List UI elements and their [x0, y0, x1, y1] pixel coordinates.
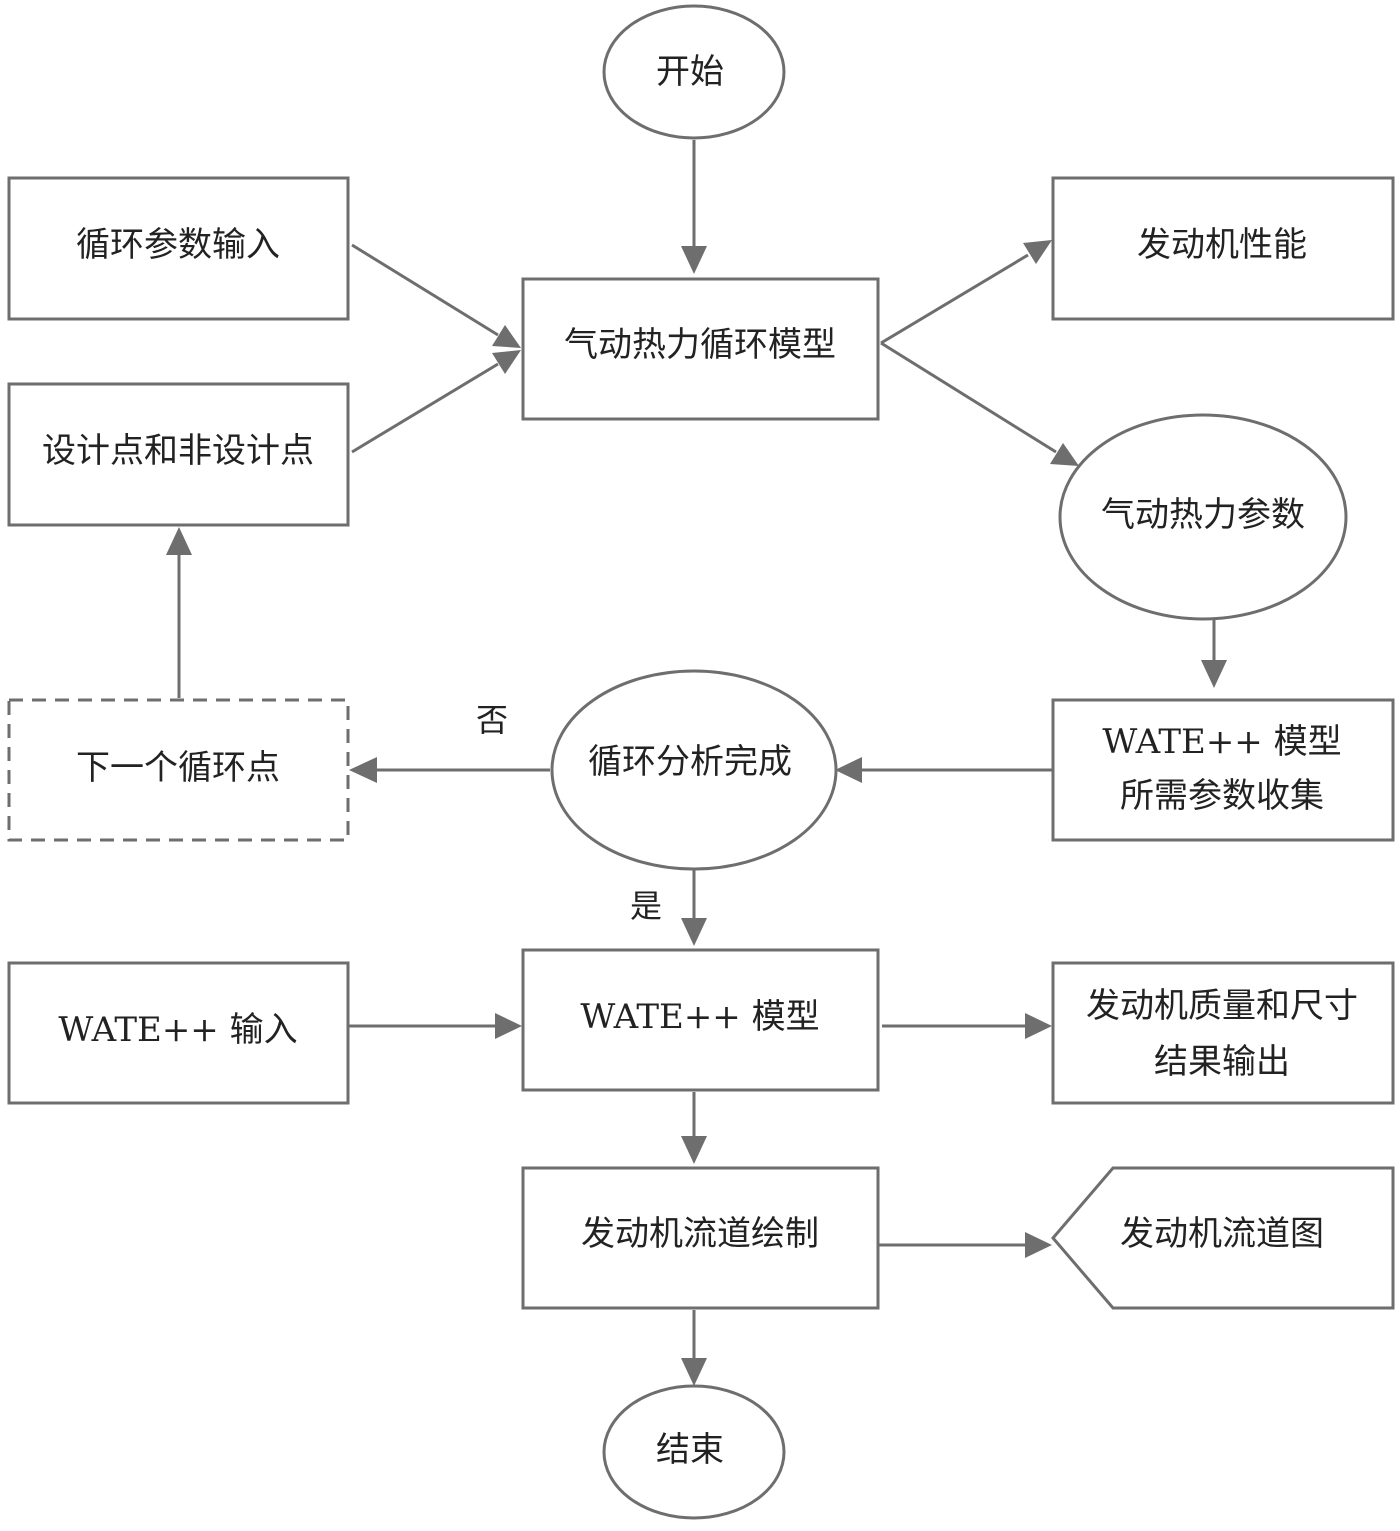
flowpath-chart-node: 发动机流道图 — [1051, 1166, 1395, 1310]
cycle-analysis-done-label: 循环分析完成 — [588, 742, 792, 782]
edge-analysis-done-to-next-point — [349, 757, 550, 783]
mass-size-output-line1: 发动机质量和尺寸 — [1086, 986, 1358, 1026]
engine-performance-label: 发动机性能 — [1137, 225, 1307, 265]
end-label: 结束 — [656, 1430, 724, 1470]
edge-analysis-done-to-wate-model — [681, 870, 707, 946]
edge-aerothermo-params-to-collection — [1201, 620, 1227, 688]
edge-start-to-cycle-model — [681, 140, 707, 274]
next-cycle-point-node: 下一个循环点 — [7, 698, 350, 842]
cycle-analysis-done-node: 循环分析完成 — [550, 669, 838, 871]
edge-design-points-to-cycle-model — [351, 350, 521, 454]
wate-input-node: WATE++ 输入 — [7, 961, 350, 1105]
design-offdesign-points-node: 设计点和非设计点 — [7, 382, 350, 527]
aerothermo-cycle-model-label: 气动热力循环模型 — [564, 325, 836, 365]
wate-input-label: WATE++ 输入 — [58, 1010, 297, 1050]
flowpath-chart-label: 发动机流道图 — [1120, 1214, 1324, 1254]
start-label: 开始 — [656, 52, 724, 92]
edge-next-point-to-design-points — [166, 527, 192, 698]
wate-params-collection-node: WATE++ 模型 所需参数收集 — [1051, 698, 1395, 842]
next-cycle-point-label: 下一个循环点 — [76, 748, 280, 788]
edge-cycle-model-to-performance — [880, 240, 1052, 345]
edge-wate-model-to-mass-output — [882, 1013, 1052, 1039]
edge-cycle-model-to-aerothermo-params — [880, 341, 1079, 466]
end-node: 结束 — [602, 1384, 786, 1520]
engine-performance-node: 发动机性能 — [1051, 176, 1395, 321]
wate-model-label: WATE++ 模型 — [580, 997, 819, 1037]
wate-params-collection-line1: WATE++ 模型 — [1102, 722, 1341, 762]
aerothermo-params-node: 气动热力参数 — [1058, 413, 1348, 621]
flowpath-drawing-node: 发动机流道绘制 — [521, 1166, 880, 1310]
design-offdesign-points-label: 设计点和非设计点 — [42, 431, 314, 471]
mass-size-output-line2: 结果输出 — [1154, 1042, 1290, 1082]
wate-params-collection-line2: 所需参数收集 — [1120, 776, 1324, 816]
cycle-params-input-node: 循环参数输入 — [7, 176, 350, 321]
edges — [166, 140, 1227, 1386]
edge-wate-model-to-flowpath-drawing — [681, 1092, 707, 1164]
edge-label-no: 否 — [476, 701, 508, 739]
edge-cycle-params-to-cycle-model — [351, 243, 521, 348]
edge-label-yes: 是 — [630, 887, 662, 925]
flowpath-drawing-label: 发动机流道绘制 — [581, 1214, 819, 1254]
start-node: 开始 — [602, 4, 786, 140]
edge-flowpath-drawing-to-chart — [872, 1232, 1052, 1258]
edge-flowpath-drawing-to-end — [681, 1310, 707, 1386]
edge-collection-to-analysis-done — [835, 757, 1052, 783]
cycle-params-input-label: 循环参数输入 — [76, 225, 280, 265]
aerothermo-params-label: 气动热力参数 — [1101, 495, 1305, 535]
wate-model-node: WATE++ 模型 — [521, 948, 880, 1092]
aerothermo-cycle-model-node: 气动热力循环模型 — [521, 277, 880, 421]
mass-size-output-node: 发动机质量和尺寸 结果输出 — [1051, 961, 1395, 1105]
edge-wate-input-to-wate-model — [349, 1013, 522, 1039]
